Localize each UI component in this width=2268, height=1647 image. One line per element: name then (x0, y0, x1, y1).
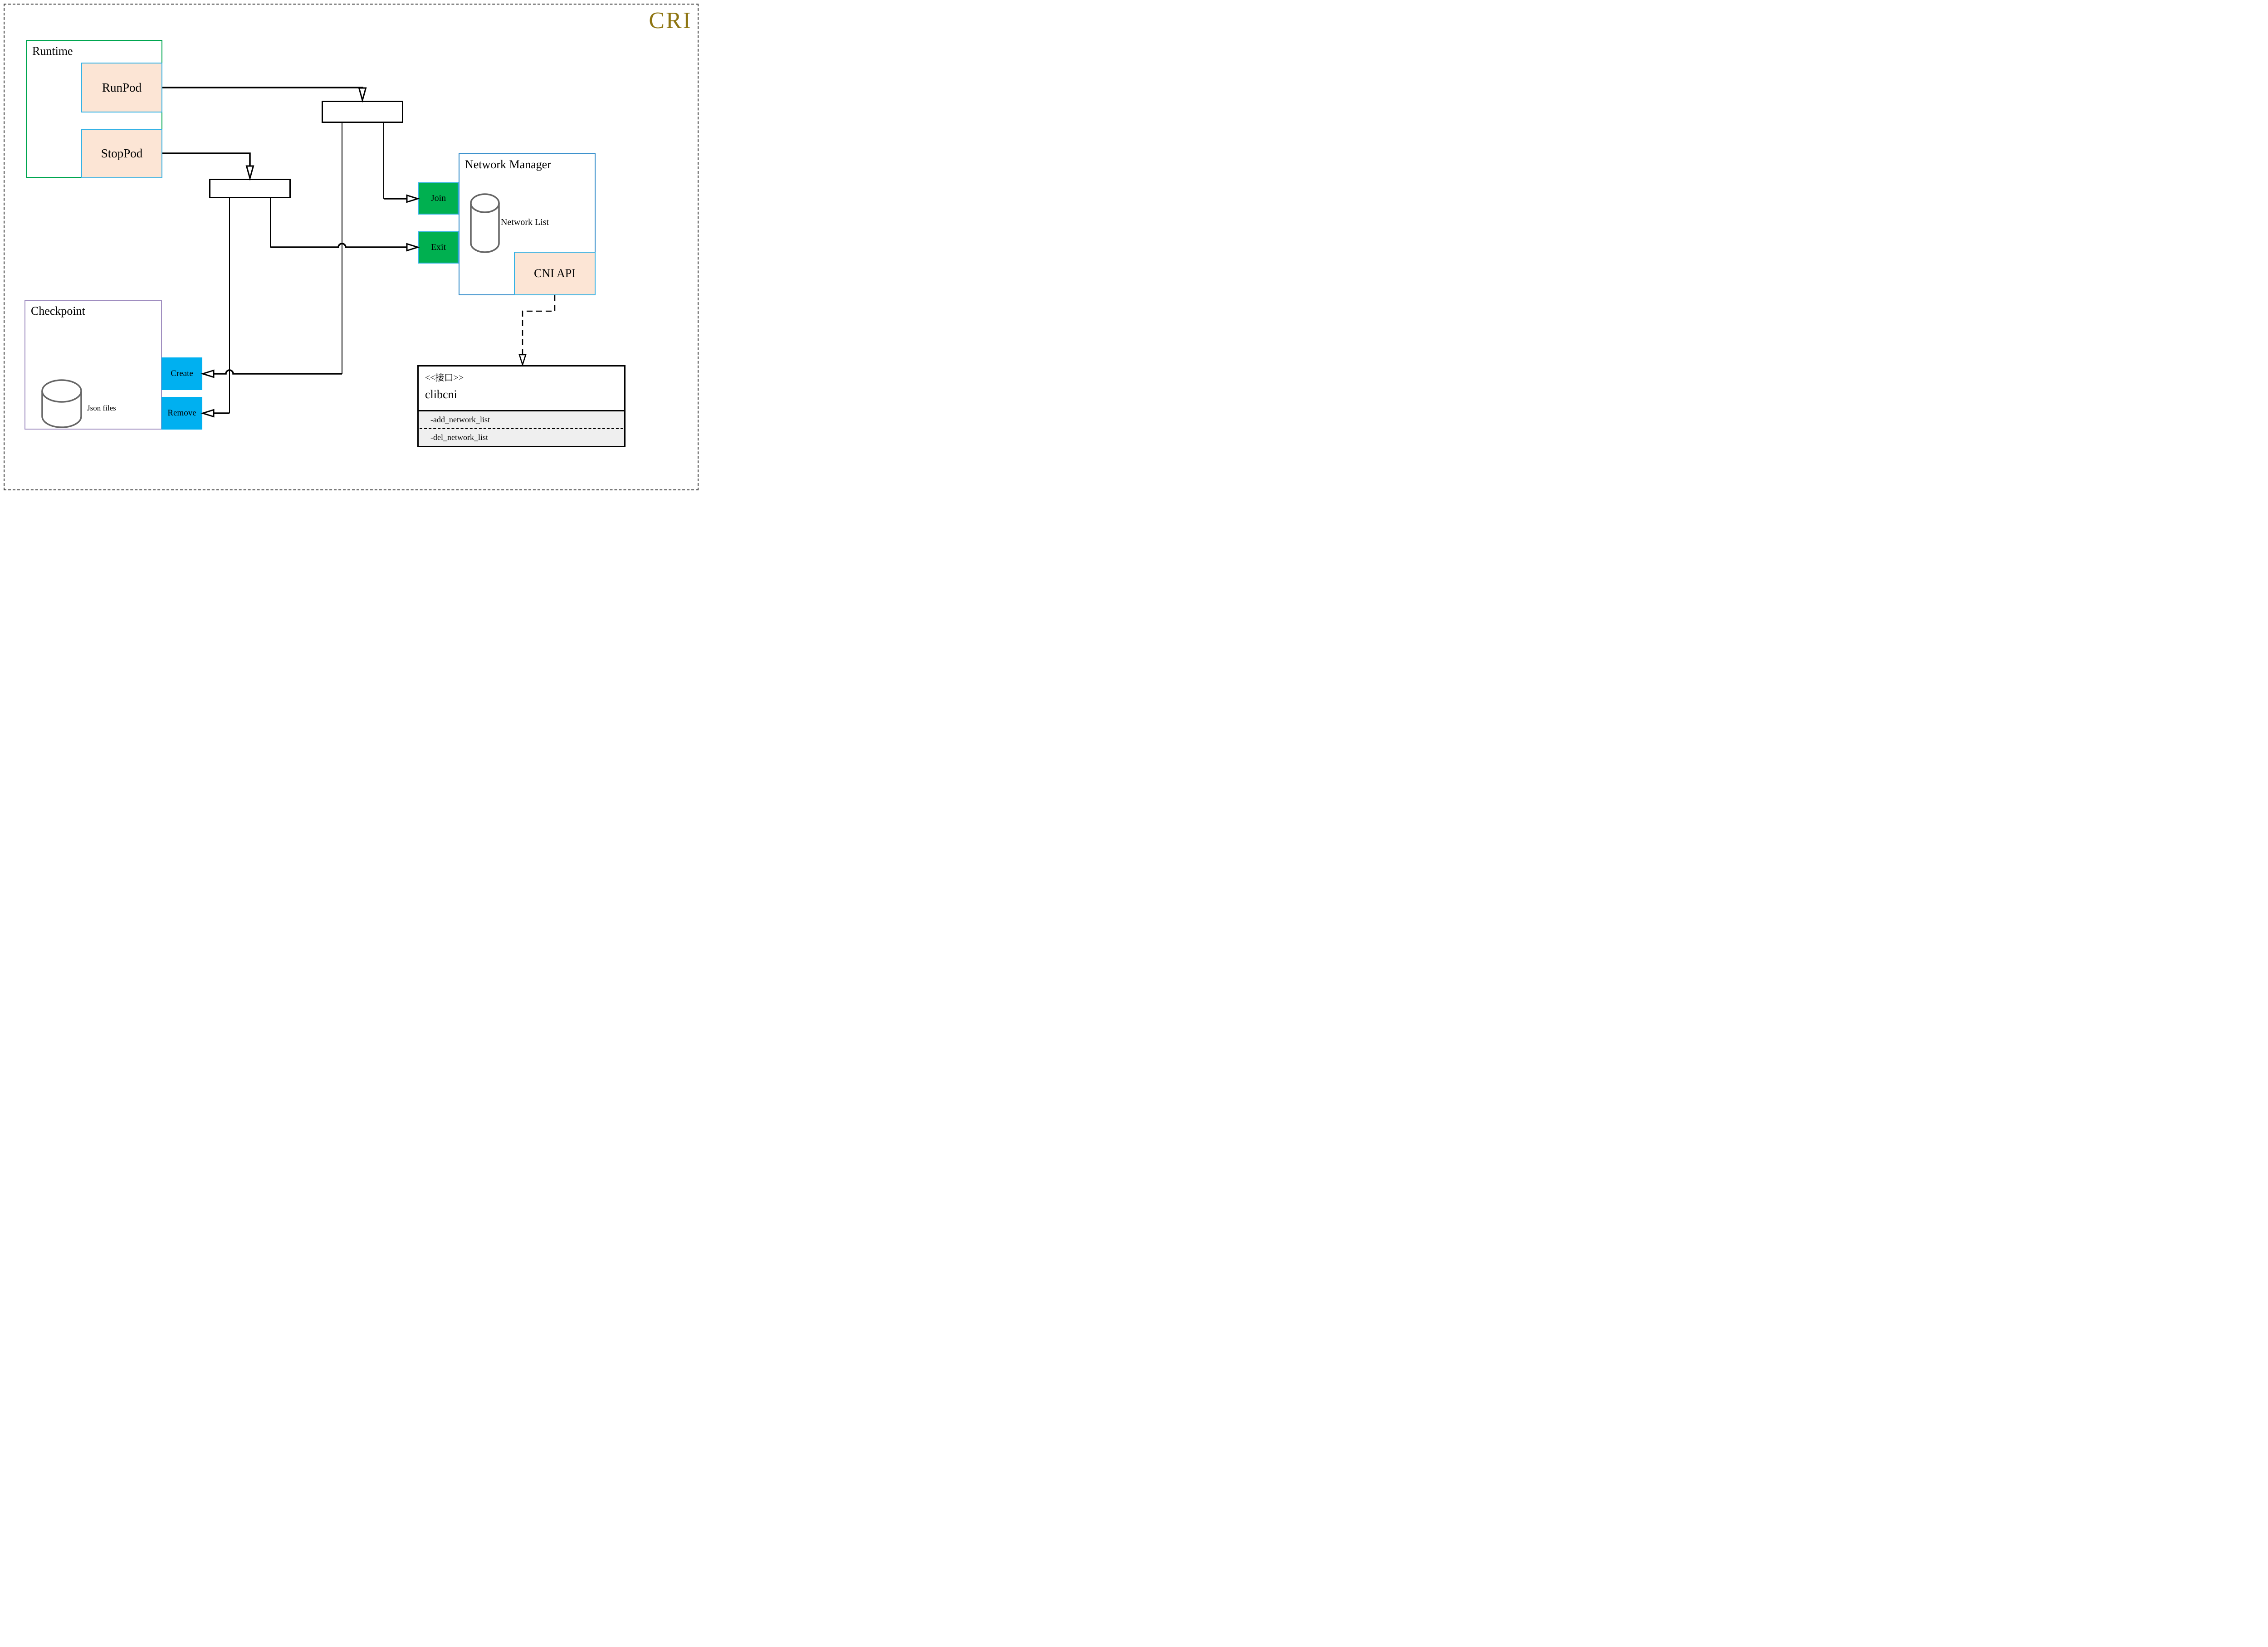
cni-api-label: CNI API (534, 267, 576, 280)
create-label: Create (171, 369, 193, 378)
clibcni-name: clibcni (425, 388, 457, 401)
page-dashed-border (4, 4, 699, 490)
network-manager-label: Network Manager (465, 158, 551, 171)
clibcni-methods: -add_network_list -del_network_list (419, 410, 624, 446)
clibcni-interface-box: <<接口>> clibcni -add_network_list -del_ne… (417, 365, 626, 447)
stoppod-label: StopPod (101, 147, 143, 160)
method-del-network-list: -del_network_list (430, 433, 488, 442)
method-add-network-list: -add_network_list (430, 415, 490, 424)
stoppod-node: StopPod (81, 129, 162, 178)
network-list-label: Network List (501, 217, 549, 227)
runpod-label: RunPod (102, 80, 142, 94)
join-node: Join (418, 182, 459, 215)
create-node: Create (161, 357, 202, 390)
junction-box-runpod (322, 101, 403, 123)
cri-architecture-diagram: CRI Runtime RunPod StopPod Network Manag… (0, 0, 702, 494)
interface-stereotype: <<接口>> (425, 373, 464, 383)
clibcni-header: <<接口>> clibcni (419, 367, 624, 410)
exit-node: Exit (418, 231, 459, 264)
join-label: Join (430, 193, 446, 203)
runtime-label: Runtime (32, 44, 73, 58)
runpod-node: RunPod (81, 63, 162, 112)
cni-api-node: CNI API (514, 252, 596, 295)
remove-node: Remove (161, 397, 202, 430)
network-list-cylinder-icon (470, 193, 500, 253)
exit-label: Exit (430, 242, 446, 252)
method-divider (420, 428, 623, 429)
json-files-label: Json files (87, 404, 116, 412)
junction-box-stoppod (209, 179, 291, 198)
remove-label: Remove (167, 408, 196, 418)
cri-title: CRI (649, 8, 692, 34)
json-files-cylinder-icon (41, 379, 82, 428)
checkpoint-label: Checkpoint (31, 304, 85, 318)
